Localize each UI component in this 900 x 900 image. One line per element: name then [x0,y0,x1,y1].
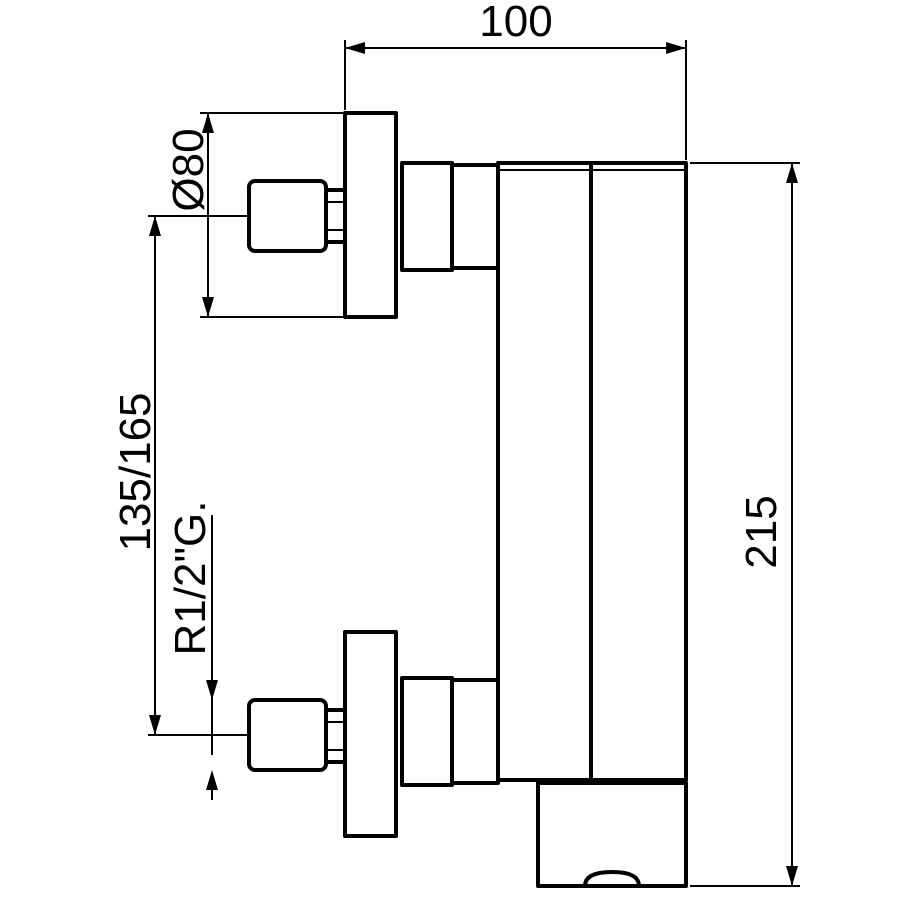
dimension-thread: R1/2"G. [166,500,218,800]
dimension-height: 215 [690,162,800,887]
dimension-thread-label: R1/2"G. [166,500,215,655]
upper-connection [247,111,500,319]
dimension-height-label: 215 [737,495,786,568]
dimension-diameter-label: Ø80 [164,128,213,211]
dimension-centers-label: 135/165 [111,392,160,551]
dimension-diameter: Ø80 [164,112,345,318]
dimension-width: 100 [344,0,687,160]
lower-connection [247,630,500,838]
mixer-body [496,161,688,782]
outlet [536,781,688,888]
dimension-width-label: 100 [479,0,552,46]
dimension-centers: 135/165 [111,215,249,736]
